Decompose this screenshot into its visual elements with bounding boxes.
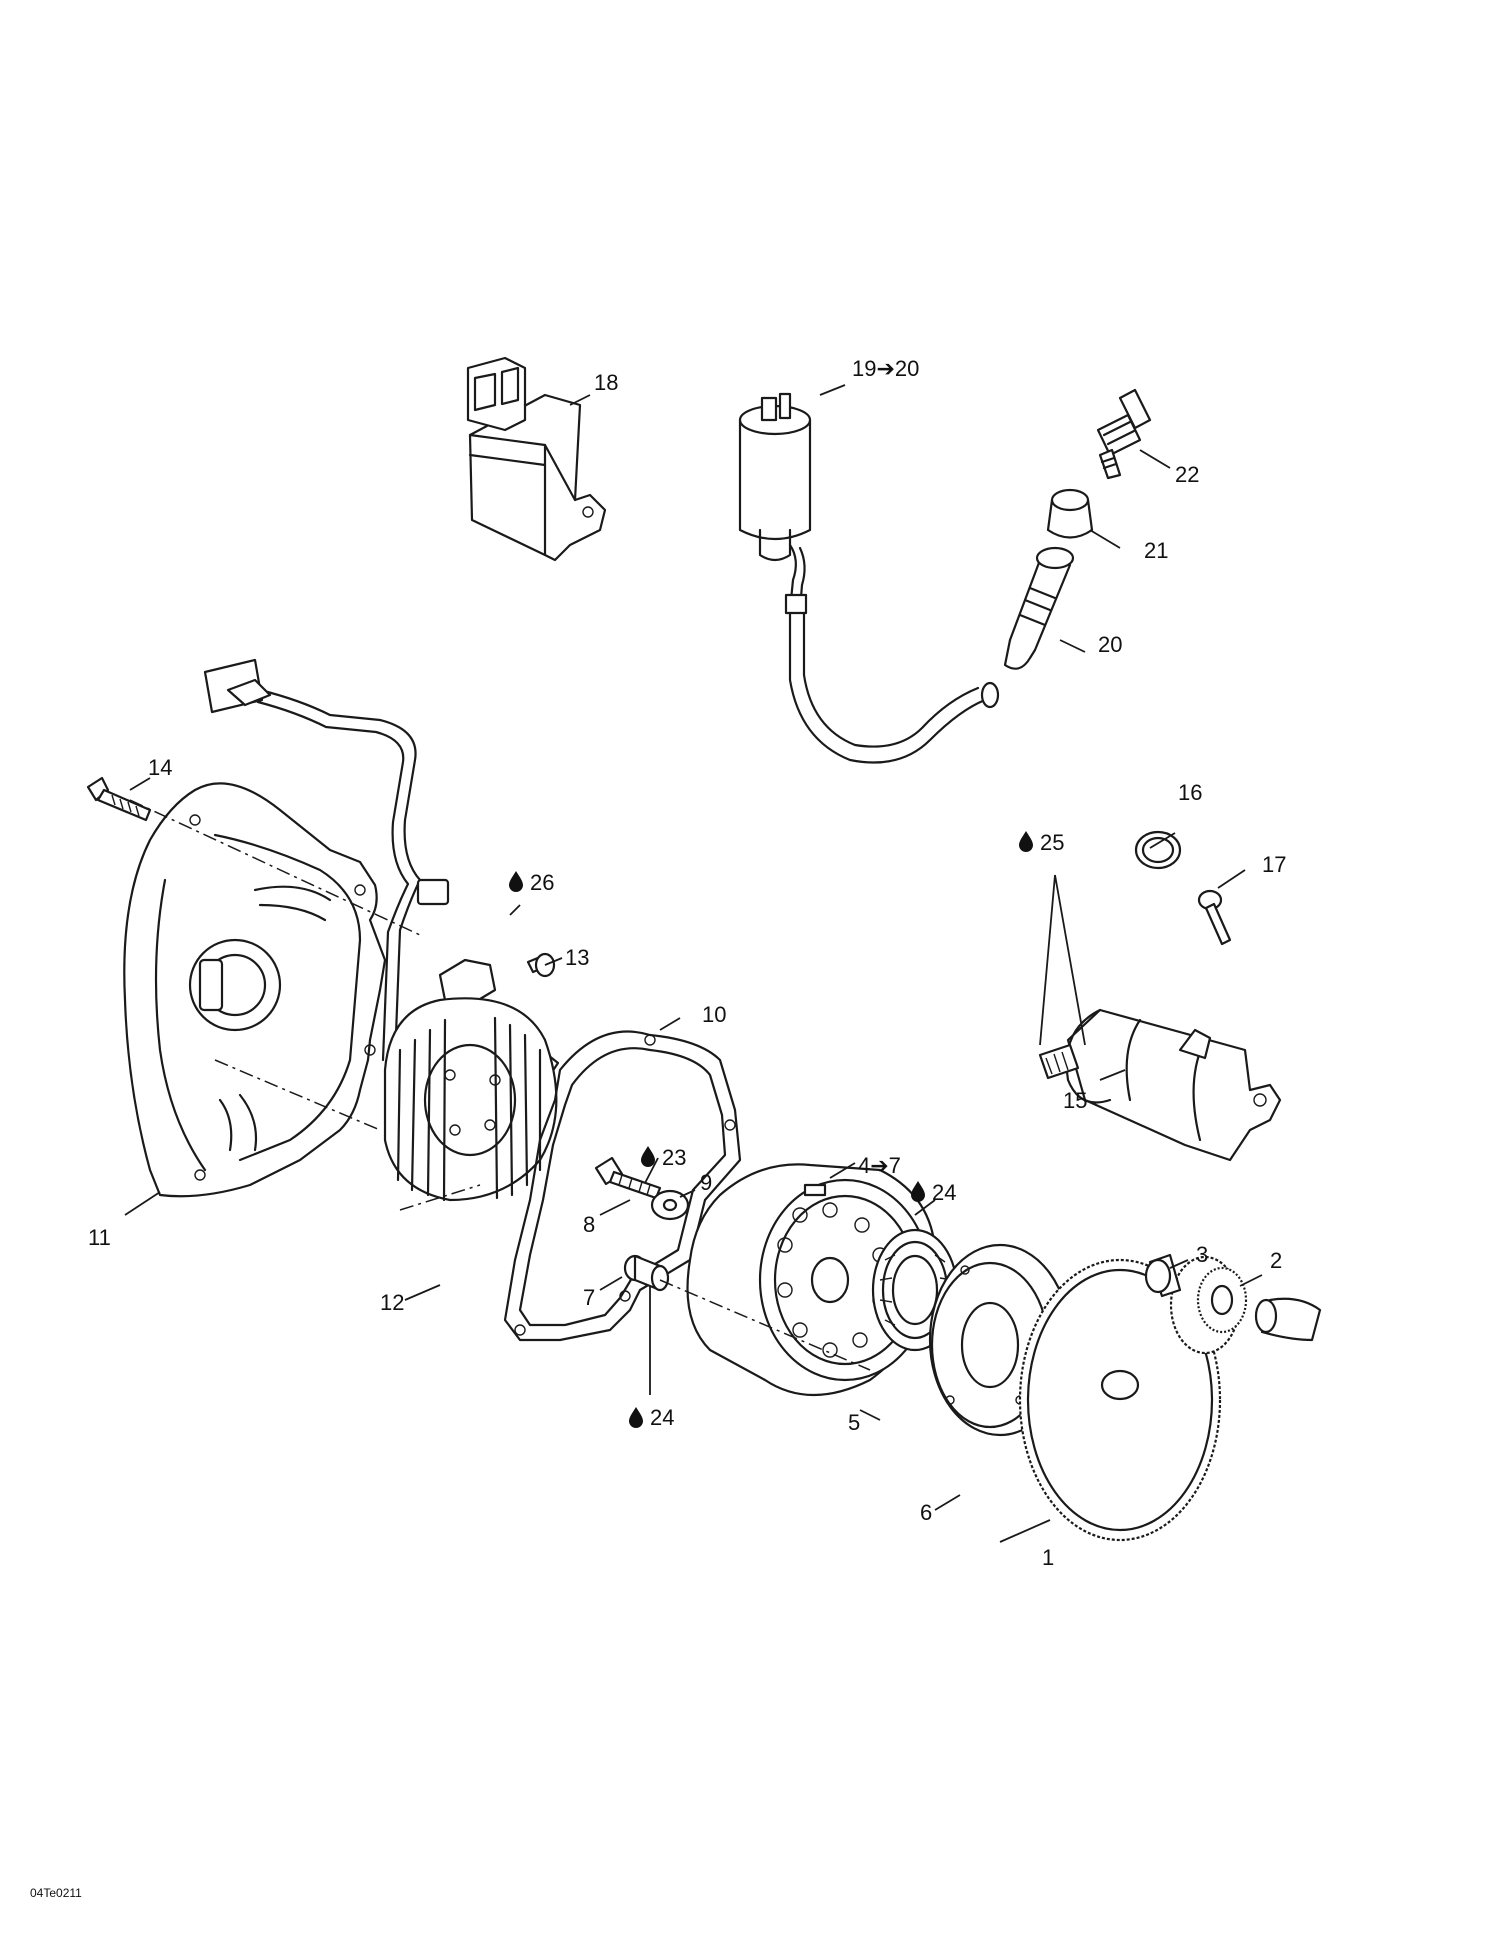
callout-13: 13 [565,945,589,970]
callout-14: 14 [148,755,172,780]
starter-motor-part [1038,1008,1282,1162]
callout-2: 2 [1270,1248,1282,1273]
callout-4-7: 4➔7 [858,1153,901,1178]
dowel-pin-part [623,1254,670,1292]
liquid-drop-icon [1019,831,1033,852]
figure-code: 04Te0211 [30,1886,82,1900]
liquid-drop-icon [911,1181,925,1202]
liquid-drop-icon [509,871,523,892]
washer-part [650,1189,690,1221]
callout-10: 10 [702,1002,726,1027]
callout-16: 16 [1178,780,1202,805]
callout-9: 9 [700,1170,712,1195]
callout-23: 23 [662,1145,686,1170]
callout-3: 3 [1196,1242,1208,1267]
callout-22: 22 [1175,462,1199,487]
liquid-drop-icon [629,1407,643,1428]
starter-screw-part [1197,889,1232,946]
callout-7: 7 [583,1285,595,1310]
callout-25: 25 [1040,830,1064,855]
callout-12: 12 [380,1290,404,1315]
assembly-axis-lines [129,799,871,1371]
callout-5: 5 [848,1410,860,1435]
ignition-coil-part [738,392,1000,764]
magneto-cover-part [123,782,387,1198]
leader-lines [124,384,1263,1543]
callout-18: 18 [594,370,618,395]
callout-19-20: 19➔20 [852,356,919,381]
shaft-part [1254,1297,1322,1342]
intermediate-gear-part [1169,1255,1248,1355]
callout-6: 6 [920,1500,932,1525]
callout-1: 1 [1042,1545,1054,1570]
spark-plug-part [1096,388,1152,480]
o-ring-part [1134,830,1182,870]
callout-15: 15 [1063,1088,1087,1113]
callout-24-rotor: 24 [932,1180,956,1205]
spark-plug-cap-part [1003,546,1075,670]
gasket-part [503,1030,742,1342]
stator-part [203,658,558,1202]
electronic-module-part [466,356,607,562]
liquid-drop-icon [641,1146,655,1167]
ring-gear-part [1018,1258,1222,1542]
callout-17: 17 [1262,852,1286,877]
cover-screw-part [86,776,152,822]
callout-20: 20 [1098,632,1122,657]
spark-plug-terminal-part [1046,488,1094,539]
harness-screw-part [526,952,556,978]
bushing-part [1144,1253,1182,1298]
callout-26: 26 [530,870,554,895]
callout-8: 8 [583,1212,595,1237]
callout-21: 21 [1144,538,1168,563]
callout-labels: 1 2 3 4➔7 5 6 7 8 9 10 11 12 13 14 15 16… [88,356,1286,1570]
callout-11: 11 [88,1225,111,1250]
callout-24-pin: 24 [650,1405,674,1430]
